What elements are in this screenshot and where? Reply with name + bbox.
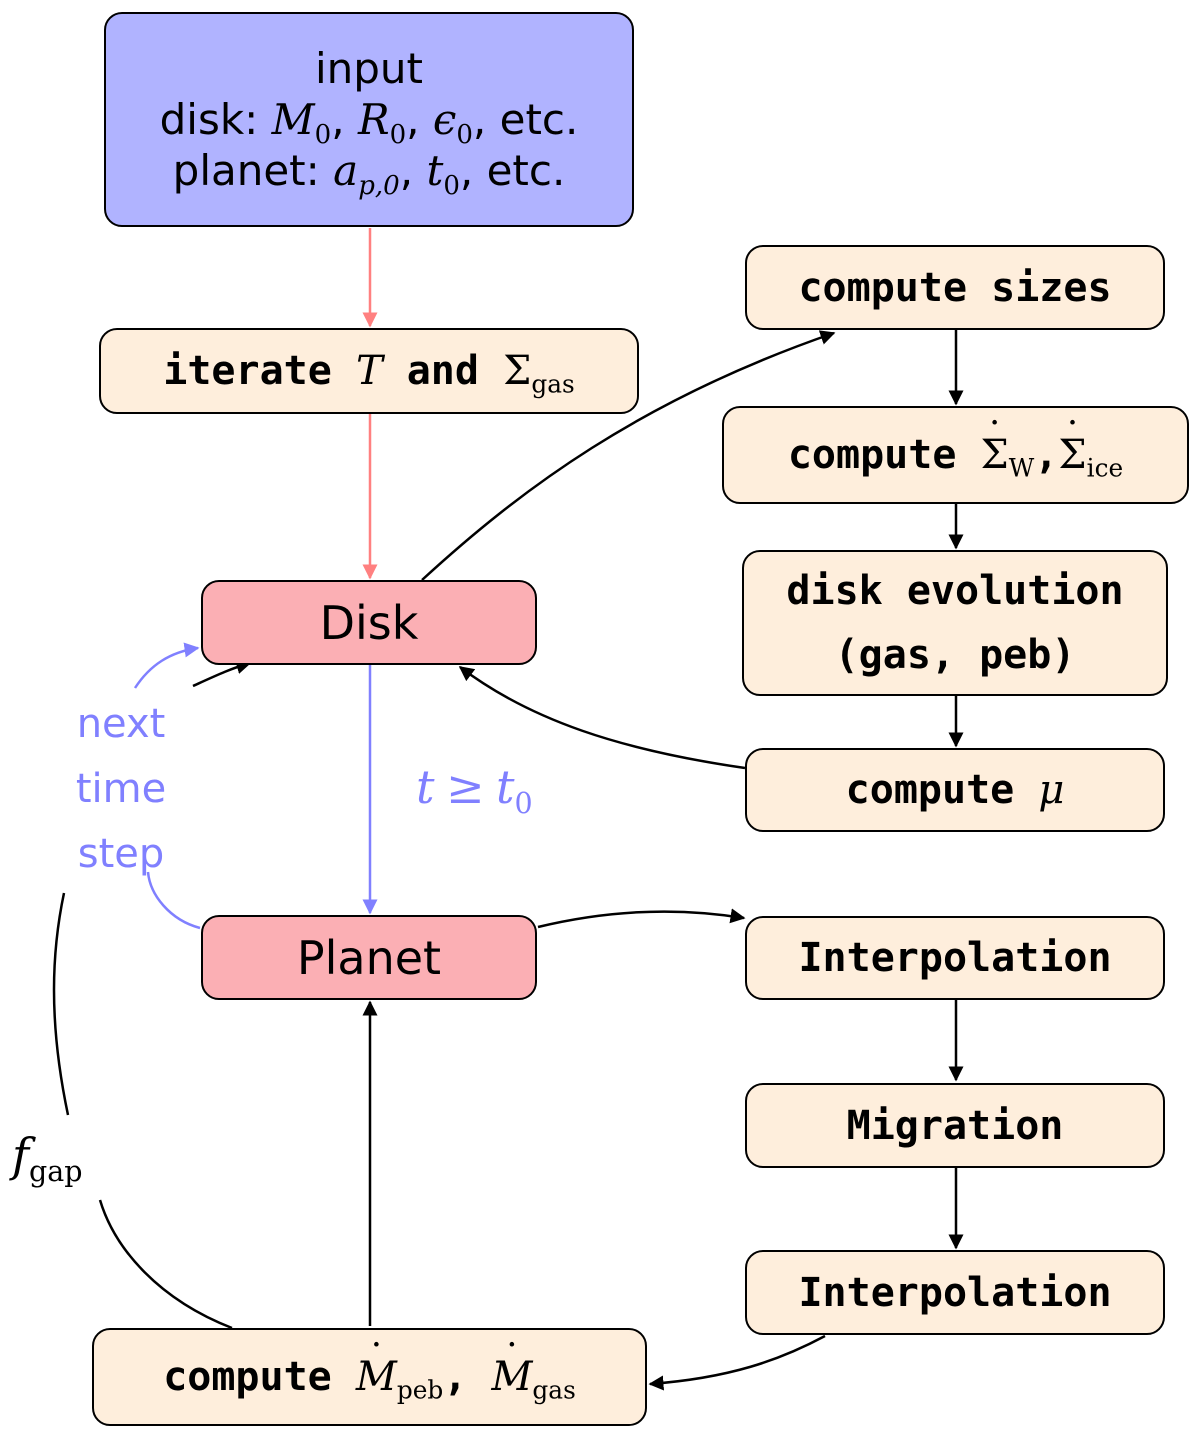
- planet-label: Planet: [296, 930, 442, 985]
- arrow-planet-to-interpolation: [537, 908, 746, 929]
- next-time-step-label: next time step: [75, 701, 167, 877]
- input-box: input disk: M0, R0, ϵ0, etc. planet: ap,…: [104, 12, 634, 227]
- f-gap-label: fgap: [12, 1128, 83, 1188]
- disk-evolution-line1: disk evolution: [786, 568, 1124, 614]
- compute-sigma-dot-node: compute ΣW,Σice: [722, 406, 1189, 504]
- compute-mdot-node: compute Mpeb, Mgas: [92, 1328, 647, 1426]
- input-planet-line: planet: ap,0, t0, etc.: [172, 146, 566, 202]
- iterate-node: iterate T and Σgas: [99, 328, 639, 414]
- compute-mdot-text: compute Mpeb, Mgas: [163, 1354, 576, 1403]
- interpolation-label-1: Interpolation: [798, 935, 1112, 981]
- compute-sizes-node: compute sizes: [745, 245, 1165, 330]
- arrow-next-time-step: [133, 648, 200, 930]
- compute-mu-node: compute μ: [745, 748, 1165, 832]
- arrow-interpolation-to-mdot: [648, 1334, 826, 1391]
- input-title: input: [314, 43, 424, 93]
- interpolation-node-2: Interpolation: [745, 1250, 1165, 1335]
- arrow-mu-to-disk: [458, 666, 746, 770]
- arrow-disk-to-compute-sizes: [421, 330, 836, 581]
- compute-mu-text: compute μ: [845, 767, 1065, 813]
- planet-node: Planet: [201, 915, 537, 1000]
- input-disk-line: disk: M0, R0, ϵ0, etc.: [159, 94, 579, 150]
- migration-label: Migration: [846, 1102, 1064, 1149]
- compute-sizes-label: compute sizes: [798, 264, 1112, 311]
- disk-node: Disk: [201, 580, 537, 665]
- time-condition-label: t ≥ t0: [416, 760, 533, 820]
- interpolation-label-2: Interpolation: [798, 1269, 1112, 1316]
- disk-label: Disk: [319, 595, 419, 650]
- disk-evolution-node: disk evolution (gas, peb): [742, 550, 1168, 696]
- interpolation-node-1: Interpolation: [745, 916, 1165, 1000]
- disk-evolution-line2: (gas, peb): [834, 632, 1076, 678]
- iterate-text: iterate T and Σgas: [163, 348, 575, 399]
- compute-sigma-dot-text: compute ΣW,Σice: [788, 432, 1123, 481]
- migration-node: Migration: [745, 1083, 1165, 1168]
